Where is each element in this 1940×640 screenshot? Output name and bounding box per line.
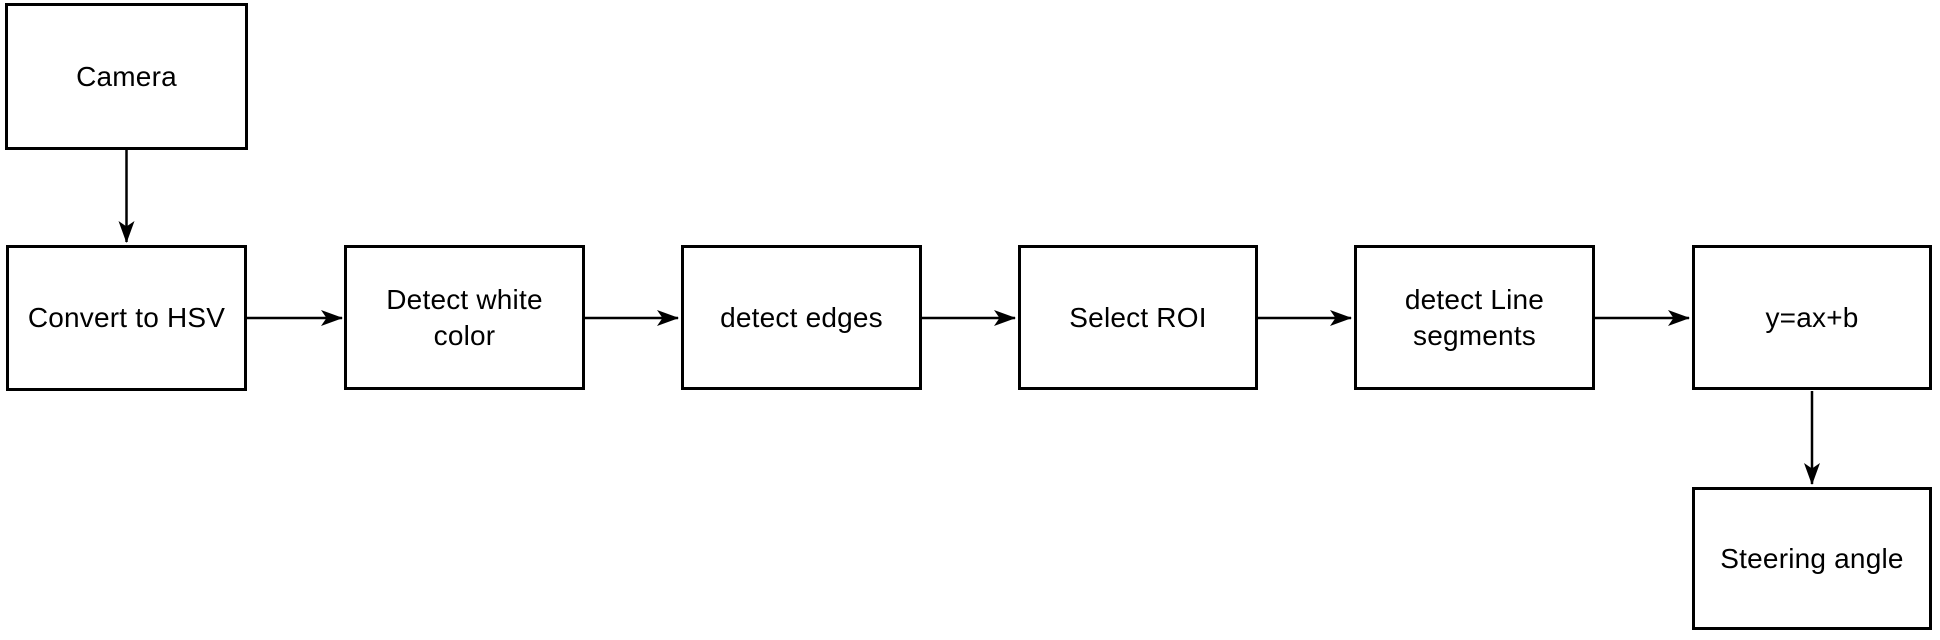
node-convert-to-hsv: Convert to HSV xyxy=(6,245,247,391)
node-detect-white-color: Detect white color xyxy=(344,245,585,390)
node-detect-edges: detect edges xyxy=(681,245,922,390)
node-steering-angle-label: Steering angle xyxy=(1720,542,1904,574)
node-camera: Camera xyxy=(5,3,248,150)
node-camera-label: Camera xyxy=(76,60,177,92)
node-line-equation: y=ax+b xyxy=(1692,245,1932,390)
node-convert-to-hsv-label: Convert to HSV xyxy=(27,302,226,333)
node-steering-angle: Steering angle xyxy=(1692,487,1932,630)
node-line-equation-label: y=ax+b xyxy=(1765,301,1859,333)
node-detect-white-color-label: Detect white color xyxy=(386,283,543,351)
node-detect-edges-label: detect edges xyxy=(720,301,883,333)
node-select-roi: Select ROI xyxy=(1018,245,1258,390)
node-detect-line-segments: detect Line segments xyxy=(1354,245,1595,390)
node-select-roi-label: Select ROI xyxy=(1069,301,1207,333)
node-detect-line-segments-label: detect Line segments xyxy=(1404,283,1545,351)
